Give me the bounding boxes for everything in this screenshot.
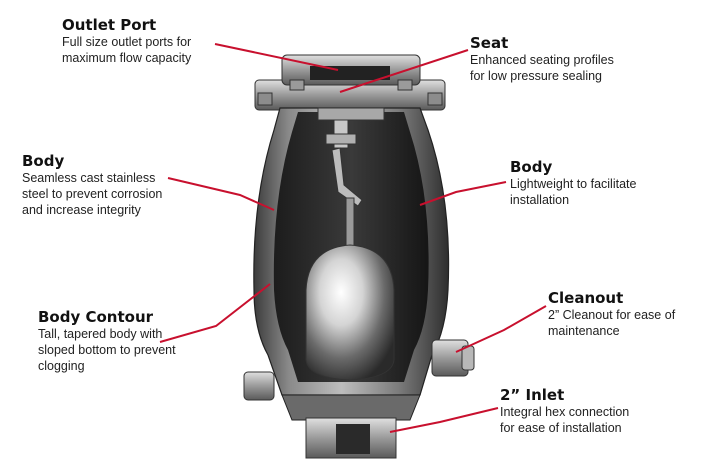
callout-desc-line: for ease of installation <box>500 421 622 435</box>
outlet-port-opening <box>310 66 390 80</box>
callout-desc-line: Integral hex connection <box>500 405 630 419</box>
callout-desc-line: Tall, tapered body with <box>38 327 163 341</box>
callout-desc-line: for low pressure sealing <box>470 69 603 83</box>
side-plug <box>243 371 275 401</box>
seat-nut <box>325 133 357 145</box>
callout-outlet-port: Outlet Port Full size outlet ports for m… <box>62 16 262 66</box>
callout-inlet: 2” Inlet Integral hex connection for eas… <box>500 386 705 436</box>
callout-desc-line: Seamless cast stainless <box>22 171 156 185</box>
leader-cleanout <box>455 305 547 353</box>
callout-desc-line: sloped bottom to prevent <box>38 343 176 357</box>
leader-body-right <box>419 181 507 206</box>
leader-seat <box>339 49 469 93</box>
callout-cleanout: Cleanout 2” Cleanout for ease of mainten… <box>548 289 706 339</box>
callout-desc-line: maximum flow capacity <box>62 51 192 65</box>
cleanout-plug <box>461 345 475 371</box>
callout-desc-line: Full size outlet ports for <box>62 35 192 49</box>
callout-desc-line: clogging <box>38 359 85 373</box>
inlet-opening <box>336 424 370 454</box>
callout-desc-line: Enhanced seating profiles <box>470 53 614 67</box>
callout-title: 2” Inlet <box>500 386 565 404</box>
callout-title: Body <box>22 152 65 170</box>
callout-desc-line: and increase integrity <box>22 203 141 217</box>
leader-body-contour <box>159 283 271 343</box>
float-ball <box>305 244 395 381</box>
flange-bolts <box>257 79 443 106</box>
callout-body-left: Body Seamless cast stainless steel to pr… <box>22 152 222 218</box>
lever-arm <box>331 147 363 207</box>
callout-title: Body Contour <box>38 308 154 326</box>
callout-body-contour: Body Contour Tall, tapered body with slo… <box>38 308 238 374</box>
callout-desc-line: steel to prevent corrosion <box>22 187 163 201</box>
callout-title: Outlet Port <box>62 16 157 34</box>
leader-lines <box>159 43 547 433</box>
valve-bottom <box>281 394 421 421</box>
callout-desc-line: installation <box>510 193 570 207</box>
callout-desc-line: 2” Cleanout for ease of <box>548 308 676 322</box>
callout-desc-line: maintenance <box>548 324 620 338</box>
callout-seat: Seat Enhanced seating profiles for low p… <box>470 34 670 84</box>
leader-body-left <box>167 177 275 211</box>
seat-assembly <box>317 107 385 121</box>
callout-title: Cleanout <box>548 289 624 307</box>
leader-inlet <box>389 407 499 433</box>
float-rod <box>345 197 355 249</box>
callout-title: Body <box>510 158 553 176</box>
callout-body-right: Body Lightweight to facilitate installat… <box>510 158 700 208</box>
callout-title: Seat <box>470 34 509 52</box>
callout-desc-line: Lightweight to facilitate <box>510 177 637 191</box>
leader-outlet-port <box>214 43 339 71</box>
